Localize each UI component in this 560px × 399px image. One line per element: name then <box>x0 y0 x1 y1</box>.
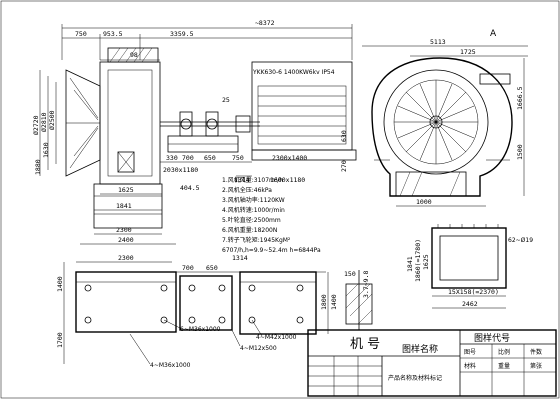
dim-98: 98 <box>130 51 138 59</box>
note-1: 1.风机风量:3107m³/h <box>222 176 283 184</box>
tb-col-5: 重量 <box>498 362 510 370</box>
dim-1725: 1725 <box>460 48 476 56</box>
flange-holes: 62~Ø19 <box>508 237 533 244</box>
dim-1625: 1625 <box>118 186 134 194</box>
flange-dim-37: 3.7~9.8 <box>362 271 370 298</box>
tb-col-3: 件数 <box>530 348 542 356</box>
bolt-label-4: 4~M36x1000 <box>150 362 191 369</box>
note-7: 7.转子飞轮矩:1945KgM² <box>222 236 291 244</box>
tb-col-6: 第张 <box>530 362 542 370</box>
fd-650: 650 <box>206 264 218 272</box>
dim-5113: 5113 <box>430 38 446 46</box>
dim-270: 270 <box>340 160 348 172</box>
drawing-code-title: 图样代号 <box>474 332 510 344</box>
machine-no-title: 机 号 <box>350 337 380 352</box>
dim-25: 25 <box>222 96 230 104</box>
dim-1000: 1000 <box>416 198 432 206</box>
note-4: 4.风机转速:1000r/min <box>222 206 285 214</box>
fd-1700: 1700 <box>56 332 64 348</box>
dim-700: 700 <box>182 154 194 162</box>
bolt-label-3: 4~M12x500 <box>240 345 277 352</box>
fd-1400: 1400 <box>56 276 64 292</box>
dia-2500: Ø2500 <box>48 110 56 130</box>
flange-holes-marks <box>437 224 499 228</box>
impeller-blades <box>394 80 478 164</box>
flange-1841: 1841 <box>406 256 414 272</box>
dim-2030x1180: 2030x1180 <box>163 166 198 174</box>
title-block: 机 号 图样名称 图样代号 产品名称及材料标记 图号 比例 件数 材料 重量 第… <box>307 329 557 397</box>
tb-col-2: 比例 <box>498 348 510 356</box>
note-5: 5.叶轮直径:2500mm <box>222 216 281 224</box>
dia-2720: Ø2720 <box>32 115 40 135</box>
drawing-name-title: 图样名称 <box>402 343 438 355</box>
dim-750: 750 <box>75 30 87 38</box>
flange-dim-150: 150 <box>344 270 356 278</box>
dim-1841: 1841 <box>116 202 132 210</box>
note-8: 6707/h,h=9.9~52.4m h=6844Pa <box>222 247 321 254</box>
dim-3359: 3359.5 <box>170 30 194 38</box>
fan-side-view: A 5113 1725 <box>362 29 528 207</box>
note-3: 3.风机轴功率:1120KW <box>222 196 285 204</box>
dim-1314: 1314 <box>234 176 250 184</box>
fd-2300: 2300 <box>118 254 134 262</box>
fd-700: 700 <box>182 264 194 272</box>
dim-2300b: 2300 <box>116 226 132 234</box>
dim-1630: 1630 <box>42 142 50 158</box>
overall-length-dim: ~8372 <box>255 19 275 27</box>
dim-630: 630 <box>340 130 348 142</box>
tb-col-4: 材料 <box>464 362 476 370</box>
fd-1400b: 1400 <box>330 294 338 310</box>
dim-2300x1400: 2300x1400 <box>272 154 307 162</box>
outlet-flange-view: 1841 1860(=1780) 1625 62~Ø19 15X158(=237… <box>406 224 533 309</box>
view-label-a: A <box>490 29 497 39</box>
dim-1880: 1880 <box>34 159 42 175</box>
flange-1860: 1860(=1780) <box>414 239 422 282</box>
technical-notes: 1.风机风量:3107m³/h 2.风机全压:46kPa 3.风机轴功率:112… <box>222 176 321 254</box>
dim-750b: 750 <box>232 154 244 162</box>
anchor-bolts <box>84 284 304 324</box>
dim-953: 953.5 <box>103 30 123 38</box>
flange-15x158: 15X158(=2370) <box>448 288 499 296</box>
dia-2810: Ø2810 <box>40 112 48 132</box>
bolt-label-1: 6~M36x1000 <box>180 326 221 333</box>
bolt-label-2: 4~M42x1000 <box>256 334 297 341</box>
footer-text: 产品名称及材料标记 <box>388 374 442 382</box>
foundation-plan: 2300 700 650 1314 1400 1700 1800 1400 6~… <box>56 254 338 369</box>
bolt-detail: 3.7~9.8 150 <box>344 270 373 330</box>
fan-motor-elevation: ~8372 750 953.5 3359.5 98 <box>32 19 357 245</box>
dim-1600x1180: 1600x1180 <box>270 176 305 184</box>
note-2: 2.风机全压:46kPa <box>222 186 272 194</box>
flange-2462: 2462 <box>462 300 478 308</box>
dim-404: 404.5 <box>180 184 200 192</box>
flange-1625: 1625 <box>422 254 430 270</box>
fd-1314: 1314 <box>232 254 248 262</box>
dim-650: 650 <box>204 154 216 162</box>
fd-1800: 1800 <box>320 294 328 310</box>
dim-1666: 1666.5 <box>516 86 524 110</box>
motor-label: YKK630-6 1400KW6kv IP54 <box>252 69 335 76</box>
note-6: 6.风机重量:18200N <box>222 226 277 234</box>
dim-2400: 2400 <box>118 236 134 244</box>
dim-330: 330 <box>166 154 178 162</box>
dim-1500: 1500 <box>516 144 524 160</box>
tb-col-1: 图号 <box>464 349 476 356</box>
